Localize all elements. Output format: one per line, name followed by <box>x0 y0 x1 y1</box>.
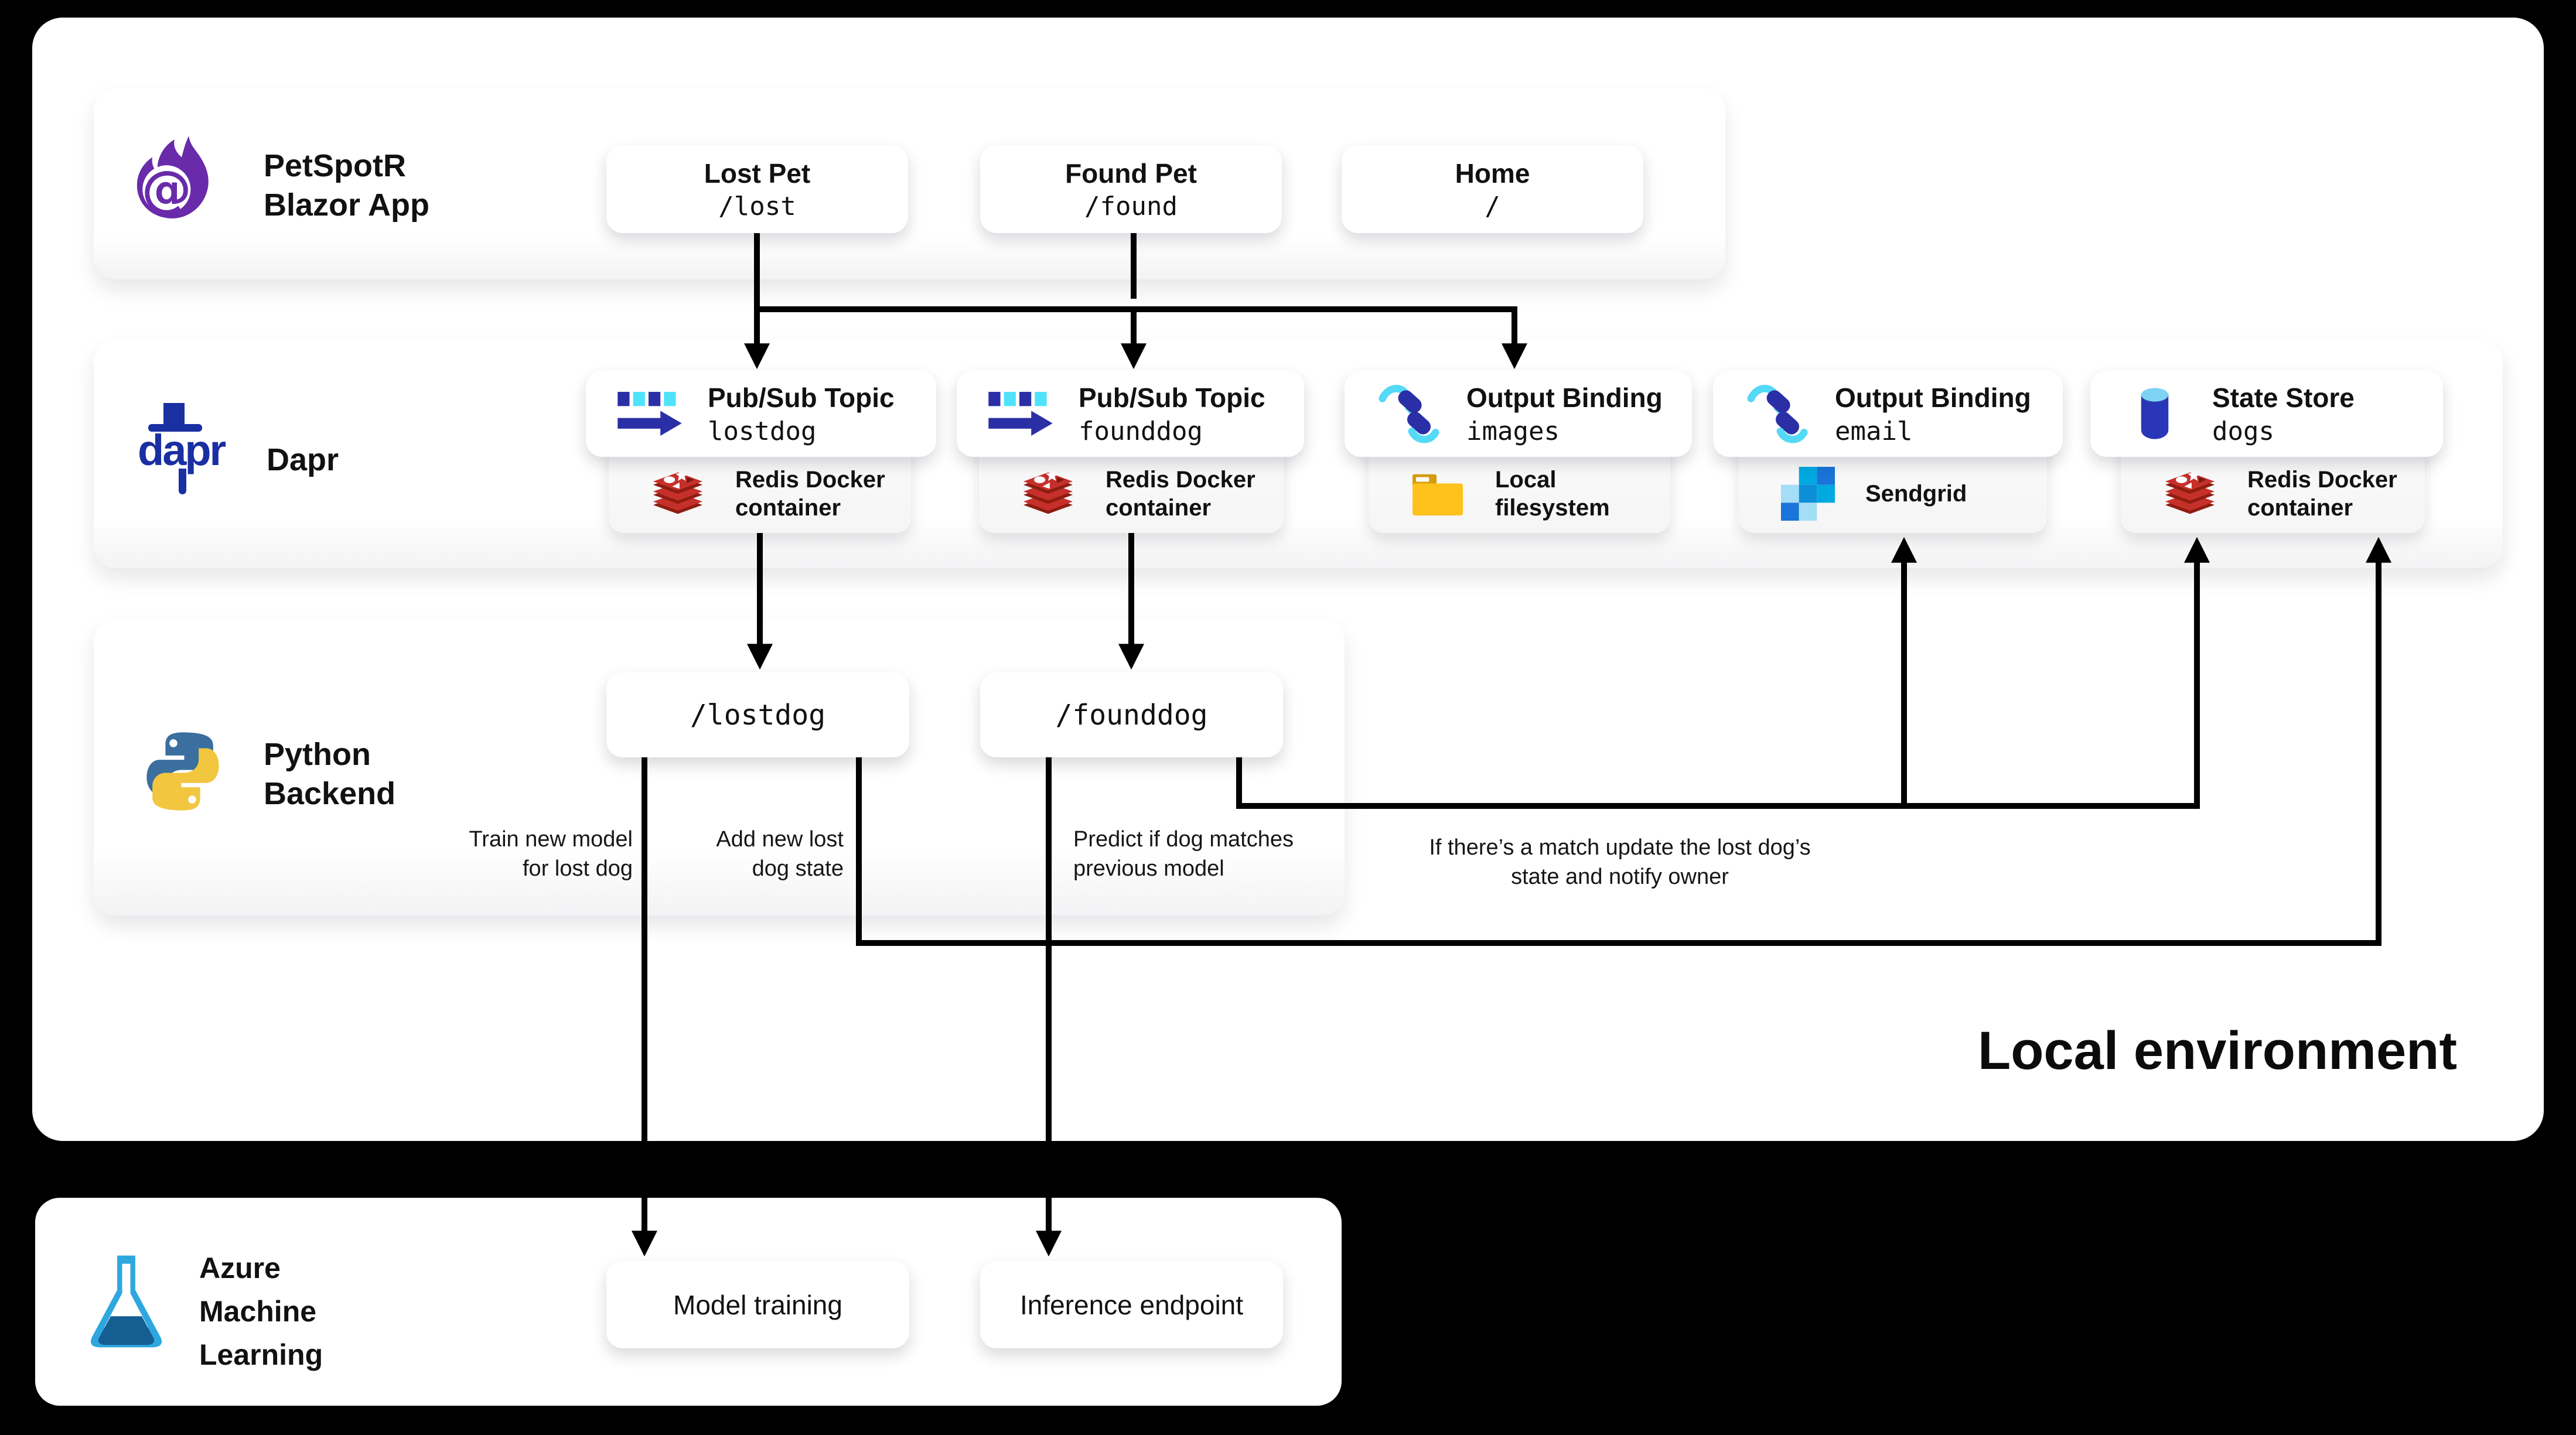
pubsub-icon <box>985 391 1057 436</box>
dapr-pin <box>179 469 186 494</box>
redis-icon <box>1012 468 1084 520</box>
redis-icon <box>642 468 714 520</box>
folder-icon <box>1401 469 1474 519</box>
binding-icon <box>1373 381 1445 447</box>
page-path: /lost <box>718 191 796 221</box>
blazor-title: PetSpotR Blazor App <box>264 148 429 223</box>
node-name: dogs <box>2212 416 2274 446</box>
page-label: Lost Pet <box>704 158 811 189</box>
dapr-node-pubsub-founddog: Pub/Sub Topic founddog <box>957 371 1304 457</box>
node-name: lostdog <box>708 416 817 446</box>
backing-label: Redis Docker container <box>2247 467 2397 521</box>
binding-icon <box>1741 381 1814 447</box>
sendgrid-icon <box>1772 467 1844 521</box>
dapr-hat-brim <box>148 424 202 432</box>
annotation-train-model: Train new model for lost dog <box>469 827 633 881</box>
annotation-predict: Predict if dog matches previous model <box>1073 827 1294 881</box>
page-path: /found <box>1084 191 1178 221</box>
node-title: Output Binding <box>1835 382 2031 413</box>
page-label: Found Pet <box>1065 158 1197 189</box>
endpoint-label: /lostdog <box>690 698 826 732</box>
node-name: email <box>1835 416 1913 446</box>
pubsub-icon <box>614 391 687 436</box>
page-node-home: Home / <box>1342 145 1643 233</box>
arrow-lostpet-to-images-binding <box>757 306 1528 370</box>
azure-node-model-training: Model training <box>606 1261 909 1348</box>
endpoint-label: /founddog <box>1055 698 1208 732</box>
dapr-title: Dapr <box>267 442 339 477</box>
svg-text:@: @ <box>142 160 192 218</box>
arrow-founddog-to-statestore <box>1236 537 2210 809</box>
endpoint-node-lostdog: /lostdog <box>606 672 909 757</box>
local-environment-label: Local environment <box>1978 1021 2457 1081</box>
page-node-lost-pet: Lost Pet /lost <box>606 145 908 233</box>
state-store-icon <box>2118 385 2191 443</box>
annotation-add-state: Add new lost dog state <box>716 827 844 881</box>
azure-ml-flask-icon <box>81 1252 172 1354</box>
dapr-node-binding-email: Output Binding email <box>1713 371 2063 457</box>
annotation-match-notify: If there’s a match update the lost dog’s… <box>1429 835 1811 889</box>
node-title: State Store <box>2212 382 2355 413</box>
page-label: Home <box>1455 158 1530 189</box>
python-icon <box>139 728 226 818</box>
node-name: founddog <box>1079 416 1203 446</box>
azure-node-label: Model training <box>673 1289 842 1320</box>
backing-label: Redis Docker container <box>1106 467 1255 521</box>
endpoint-node-founddog: /founddog <box>980 672 1283 757</box>
blazor-flame-icon: @ <box>130 136 219 228</box>
node-title: Pub/Sub Topic <box>1079 382 1265 413</box>
node-name: images <box>1466 416 1560 446</box>
arrow-lostdog-to-statestore <box>856 537 2392 946</box>
node-title: Pub/Sub Topic <box>708 382 895 413</box>
azure-title: Azure Machine Learning <box>199 1252 323 1371</box>
backing-label: Redis Docker container <box>735 467 885 521</box>
dapr-logo-word: dapr <box>138 426 226 474</box>
dapr-hat-icon: dapr <box>138 403 243 503</box>
azure-node-inference-endpoint: Inference endpoint <box>980 1261 1283 1348</box>
azure-node-label: Inference endpoint <box>1019 1289 1244 1320</box>
page-path: / <box>1485 191 1500 221</box>
backing-label: Sendgrid <box>1865 481 1967 507</box>
redis-icon <box>2154 468 2226 520</box>
dapr-hat-crown <box>163 403 185 425</box>
page-node-found-pet: Found Pet /found <box>980 145 1282 233</box>
node-title: Output Binding <box>1466 382 1663 413</box>
dapr-node-state-store: State Store dogs <box>2090 371 2443 457</box>
backing-label: Local filesystem <box>1495 467 1610 521</box>
python-title: Python Backend <box>264 737 396 811</box>
dapr-node-binding-images: Output Binding images <box>1345 371 1692 457</box>
dapr-node-pubsub-lostdog: Pub/Sub Topic lostdog <box>586 371 936 457</box>
